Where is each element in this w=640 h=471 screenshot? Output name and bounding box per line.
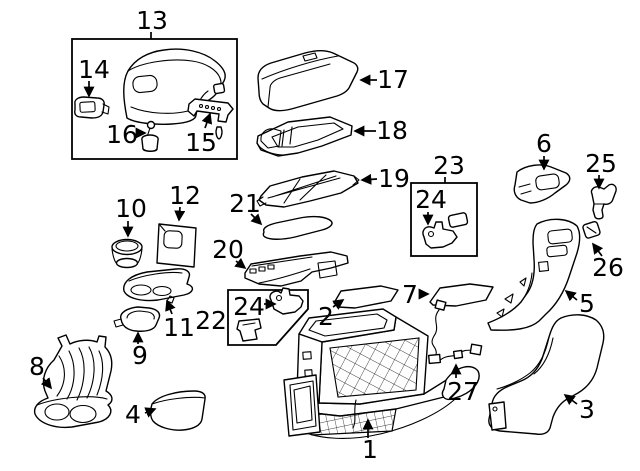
part-13-lid-drawing — [123, 48, 226, 125]
callouts-layer: 13 14 16 15 17 18 19 21 10 12 20 11 9 8 … — [29, 6, 624, 464]
leader-12 — [174, 206, 186, 222]
part-1-console-drawing — [283, 308, 480, 439]
callout-2[interactable]: 2 — [318, 302, 334, 331]
leader-8 — [40, 377, 53, 390]
callout-4[interactable]: 4 — [125, 400, 141, 429]
part-24-upper-drawing — [422, 221, 458, 249]
grouping-box-22 — [227, 287, 309, 346]
callout-14[interactable]: 14 — [78, 55, 110, 84]
callout-8[interactable]: 8 — [29, 352, 45, 381]
leader-3 — [563, 394, 578, 406]
part-11-drawing — [123, 268, 194, 304]
callout-13[interactable]: 13 — [136, 6, 168, 35]
callout-3[interactable]: 3 — [579, 395, 595, 424]
callout-20[interactable]: 20 — [212, 235, 244, 264]
leader-19 — [360, 173, 378, 185]
part-19-drawing — [256, 170, 360, 208]
callout-25[interactable]: 25 — [585, 149, 617, 178]
part-14-drawing — [74, 96, 110, 119]
leader-5 — [564, 289, 578, 302]
callout-5[interactable]: 5 — [579, 289, 595, 318]
part-9-drawing — [113, 306, 161, 332]
callout-19[interactable]: 19 — [378, 164, 410, 193]
part-27-harness-drawing — [427, 299, 483, 365]
part-24-lower-drawing — [269, 287, 304, 315]
part-20-drawing — [244, 251, 349, 287]
leader-26 — [592, 242, 604, 257]
part-4-drawing — [149, 390, 206, 431]
leader-11 — [165, 299, 176, 315]
callout-16[interactable]: 16 — [106, 120, 138, 149]
leader-20 — [234, 257, 247, 270]
callout-11[interactable]: 11 — [163, 313, 195, 342]
callout-27[interactable]: 27 — [447, 377, 479, 406]
callout-23[interactable]: 23 — [433, 151, 465, 180]
part-17-drawing — [257, 50, 359, 112]
callout-7[interactable]: 7 — [402, 280, 418, 309]
callout-24-lower[interactable]: 24 — [233, 292, 265, 321]
part-10-drawing — [111, 238, 143, 269]
part-25-drawing — [590, 183, 617, 220]
callout-24-upper[interactable]: 24 — [415, 185, 447, 214]
leader-21 — [250, 213, 263, 226]
part-21-mat-drawing — [262, 215, 333, 240]
part-3-drawing — [488, 314, 605, 435]
part-26-drawing — [582, 220, 601, 239]
callout-15[interactable]: 15 — [185, 128, 217, 157]
part-12-drawing — [156, 223, 197, 268]
callout-17[interactable]: 17 — [377, 65, 409, 94]
grouping-box-23 — [410, 182, 478, 257]
callout-26[interactable]: 26 — [592, 253, 624, 282]
callout-9[interactable]: 9 — [132, 341, 148, 370]
part-6-drawing — [513, 164, 571, 204]
callout-10[interactable]: 10 — [115, 194, 147, 223]
part-2-mat-drawing — [333, 285, 399, 309]
callout-1[interactable]: 1 — [362, 435, 378, 464]
part-8-drawing — [33, 334, 113, 429]
callout-18[interactable]: 18 — [376, 116, 408, 145]
leader-15 — [201, 112, 213, 129]
leader-4 — [144, 407, 157, 418]
part-5-drawing — [487, 218, 581, 331]
part-18-drawing — [256, 116, 353, 157]
callout-21[interactable]: 21 — [229, 189, 261, 218]
leader-2 — [332, 299, 345, 310]
part-15-drawing — [187, 82, 234, 140]
callout-6[interactable]: 6 — [536, 129, 552, 158]
callout-22[interactable]: 22 — [195, 306, 227, 335]
callout-12[interactable]: 12 — [169, 181, 201, 210]
